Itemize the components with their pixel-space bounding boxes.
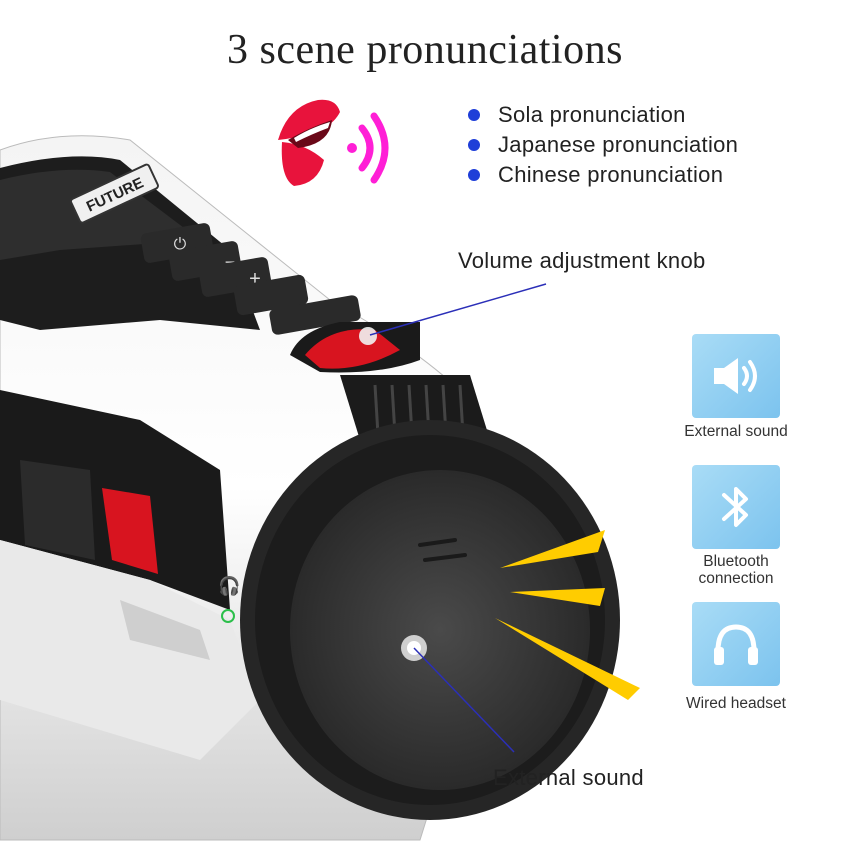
control-buttons: ⏻ − + — [140, 223, 361, 335]
bullet-dot — [468, 169, 480, 181]
pronunciation-label: Japanese pronunciation — [498, 132, 739, 157]
sound-bursts — [495, 530, 640, 700]
list-item: Sola pronunciation — [468, 100, 738, 130]
mouth-icon — [278, 99, 340, 186]
svg-text:+: + — [249, 268, 261, 290]
external-sound-callout: External sound — [493, 765, 644, 790]
svg-text:⏻: ⏻ — [174, 236, 187, 253]
volume-knob-callout: Volume adjustment knob — [458, 248, 706, 273]
sound-waves-icon — [347, 112, 389, 184]
svg-text:🎧: 🎧 — [218, 575, 240, 596]
speaker-icon — [714, 358, 757, 394]
list-item: Chinese pronunciation — [468, 160, 738, 190]
bullet-dot — [468, 109, 480, 121]
feature-label: External sound — [684, 423, 788, 440]
feature-label: Wired headset — [686, 695, 786, 712]
pronunciation-list: Sola pronunciation Japanese pronunciatio… — [468, 100, 738, 190]
bullet-dot — [468, 139, 480, 151]
speaker-face — [290, 470, 590, 790]
bluetooth-card — [692, 465, 780, 549]
svg-text:−: − — [225, 252, 236, 272]
wired-headset-card — [692, 602, 780, 686]
volume-knob — [290, 322, 420, 373]
list-item: Japanese pronunciation — [468, 130, 738, 160]
bluetooth-icon — [722, 487, 748, 527]
feature-label: Bluetooth connection — [698, 553, 774, 587]
headphones-icon — [714, 624, 758, 665]
external-sound-card — [692, 334, 780, 418]
page-title: 3 scene pronunciations — [227, 27, 623, 73]
pronunciation-label: Chinese pronunciation — [498, 162, 724, 187]
pronunciation-label: Sola pronunciation — [498, 102, 686, 127]
leader-lines — [369, 283, 547, 753]
